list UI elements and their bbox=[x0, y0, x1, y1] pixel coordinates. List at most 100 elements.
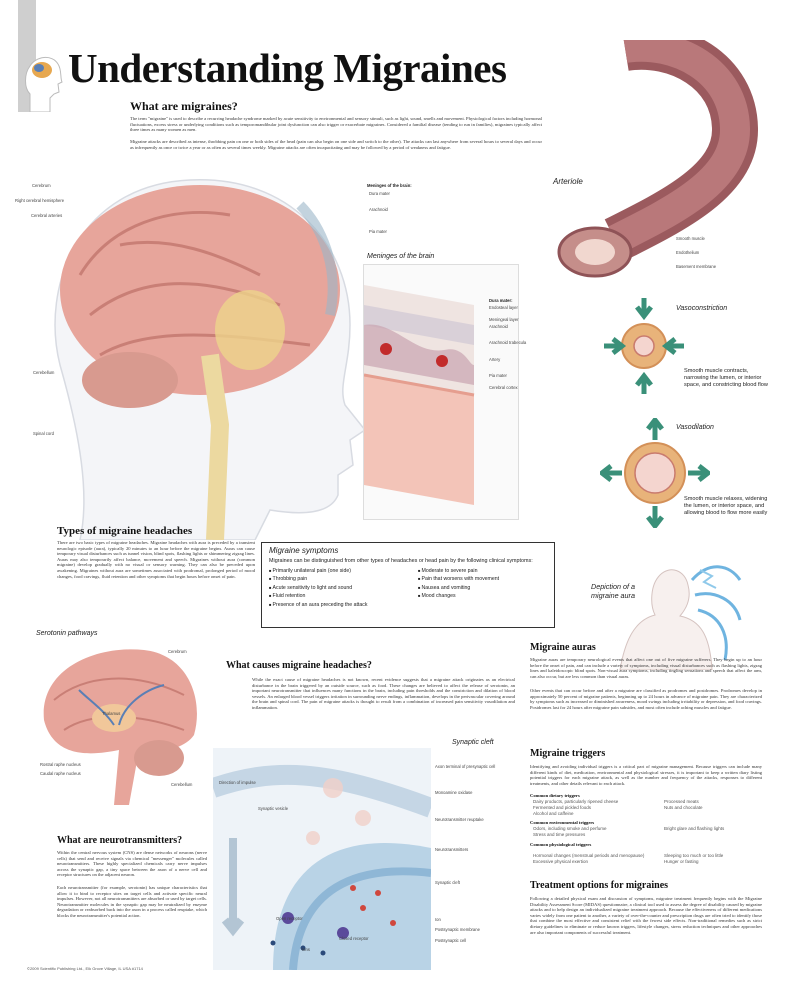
symptom-item: Moderate to severe pain bbox=[418, 567, 499, 575]
label-cerebellum: Cerebellum bbox=[33, 370, 55, 375]
triggers-phys-2: Excessive physical exertion bbox=[533, 859, 589, 864]
symptom-item: Nausea and vomiting bbox=[418, 584, 499, 592]
treatment-text: Following a detailed physical exam and d… bbox=[530, 896, 762, 935]
aura-depiction-caption: Depiction of a migraine aura bbox=[591, 582, 635, 600]
triggers-intro: Identifying and avoiding individual trig… bbox=[530, 764, 762, 786]
label-cerebrum: Cerebrum bbox=[32, 183, 51, 188]
triggers-dietary-0: Dairy products, particularly ripened che… bbox=[533, 799, 619, 804]
what-are-migraines-p2: Migraine attacks are described as intens… bbox=[130, 139, 542, 150]
auras-p2: Other events that can occur before and a… bbox=[530, 688, 762, 710]
auras-heading: Migraine auras bbox=[530, 642, 596, 653]
what-are-migraines-heading: What are migraines? bbox=[130, 99, 238, 113]
footer-copyright: ©2009 Scientific Publishing Ltd., Elk Gr… bbox=[27, 966, 143, 971]
arteriole-label-smooth-muscle: Smooth muscle bbox=[676, 236, 705, 241]
synaptic-label-ion: Ion bbox=[435, 917, 441, 922]
synaptic-label-postsynaptic-membrane: Postsynaptic membrane bbox=[435, 927, 480, 932]
serotonin-label-caudal: Caudal raphe nucleus bbox=[40, 771, 81, 776]
triggers-dietary-heading: Common dietary triggers bbox=[530, 793, 580, 798]
triggers-env-2: Stress and time pressures bbox=[533, 832, 586, 837]
symptom-item: Presence of an aura preceding the attack bbox=[269, 601, 367, 609]
vasodilation-diagram bbox=[600, 418, 710, 528]
serotonin-label-cerebrum: Cerebrum bbox=[168, 649, 187, 654]
symptom-item: Pain that worsens with movement bbox=[418, 575, 499, 583]
vasodilation-title: Vasodilation bbox=[676, 424, 714, 431]
synaptic-label-open-receptor: Open receptor bbox=[276, 916, 303, 921]
symptoms-left-list: Primarily unilateral pain (one side) Thr… bbox=[269, 567, 367, 609]
label-spinal-cord: Spinal cord bbox=[33, 431, 54, 436]
meninges-label-4: Arachnoid trabecula bbox=[489, 340, 527, 345]
triggers-dietary-4: Alcohol and caffeine bbox=[533, 811, 574, 816]
label-pia: Pia mater bbox=[369, 229, 387, 234]
triggers-dietary-1: Processed meats bbox=[664, 799, 699, 804]
serotonin-title: Serotonin pathways bbox=[36, 630, 98, 637]
symptom-item: Acute sensitivity to light and sound bbox=[269, 584, 367, 592]
serotonin-label-rostral: Rostral raphe nucleus bbox=[40, 762, 81, 767]
synaptic-title: Synaptic cleft bbox=[452, 739, 494, 746]
triggers-phys-heading: Common physiological triggers bbox=[530, 842, 592, 847]
symptom-item: Fluid retention bbox=[269, 592, 367, 600]
synaptic-label-ions: Ions bbox=[302, 947, 310, 952]
meninges-label-3: Arachnoid bbox=[489, 324, 508, 329]
meninges-label-7: Cerebral cortex bbox=[489, 385, 518, 390]
neurotransmitters-p2: Each neurotransmitter (for example, sero… bbox=[57, 885, 207, 918]
neurotransmitters-p1: Within the central nervous system (CNS) … bbox=[57, 850, 207, 878]
synaptic-label-vesicle: Synaptic vesicle bbox=[258, 806, 289, 811]
label-cerebral-arteries: Cerebral arteries bbox=[31, 213, 63, 218]
auras-p1: Migraine auras are temporary neurologica… bbox=[530, 657, 762, 679]
vasoconstriction-diagram bbox=[604, 296, 684, 396]
serotonin-label-thalamus: Thalamus bbox=[102, 711, 121, 716]
synaptic-label-mao: Monoamine oxidase bbox=[435, 790, 473, 795]
synaptic-label-closed-receptor: Closed receptor bbox=[339, 936, 369, 941]
triggers-phys-0: Hormonal changes (menstrual periods and … bbox=[533, 853, 645, 858]
symptom-item: Mood changes bbox=[418, 592, 499, 600]
arteriole-label-endothelium: Endothelium bbox=[676, 250, 700, 255]
vasoconstriction-title: Vasoconstriction bbox=[676, 305, 728, 312]
triggers-env-0: Odors, including smoke and perfume bbox=[533, 826, 607, 831]
causes-heading: What causes migraine headaches? bbox=[226, 660, 372, 671]
triggers-phys-3: Hunger or fasting bbox=[664, 859, 699, 864]
symptoms-intro: Migraines can be distinguished from othe… bbox=[269, 558, 533, 564]
what-are-migraines-p1: The term "migraine" is used to describe … bbox=[130, 116, 542, 133]
vasodilation-desc: Smooth muscle relaxes, widening the lume… bbox=[684, 496, 768, 516]
treatment-heading: Treatment options for migraines bbox=[530, 880, 669, 891]
symptom-item: Throbbing pain bbox=[269, 575, 367, 583]
types-text: There are two basic types of migraine he… bbox=[57, 540, 255, 579]
arteriole-title: Arteriole bbox=[553, 177, 583, 186]
arteriole-label-basement: Basement membrane bbox=[676, 264, 717, 269]
meninges-label-2: Meningeal layer bbox=[489, 317, 519, 322]
label-arachnoid: Arachnoid bbox=[369, 207, 388, 212]
causes-text: While the exact cause of migraine headac… bbox=[252, 677, 515, 710]
synaptic-label-neurotransmitters: Neurotransmitters bbox=[435, 847, 469, 852]
synaptic-label-postsynaptic-cell: Postsynaptic cell bbox=[435, 938, 467, 943]
symptom-item: Primarily unilateral pain (one side) bbox=[269, 567, 367, 575]
meninges-label-0: Dura mater: bbox=[489, 298, 513, 303]
label-meninges-title: Meninges of the brain: bbox=[367, 183, 412, 188]
symptoms-right-list: Moderate to severe pain Pain that worsen… bbox=[418, 567, 499, 601]
head-logo-icon bbox=[22, 50, 64, 112]
triggers-env-1: Bright glare and flashing lights bbox=[664, 826, 725, 831]
synaptic-label-reuptake: Neurotransmitter reuptake bbox=[435, 817, 484, 822]
synaptic-label-axon-terminal: Axon terminal of presynaptic cell bbox=[435, 764, 496, 769]
meninges-label-6: Pia mater bbox=[489, 373, 507, 378]
page-title: Understanding Migraines bbox=[68, 45, 507, 91]
synaptic-label-direction: Direction of impulse bbox=[219, 780, 256, 785]
aura-figure-illustration bbox=[600, 550, 750, 670]
serotonin-label-cerebellum: Cerebellum bbox=[171, 782, 193, 787]
symptoms-box bbox=[261, 542, 555, 628]
triggers-env-heading: Common environmental triggers bbox=[530, 820, 595, 825]
triggers-heading: Migraine triggers bbox=[530, 748, 606, 759]
neurotransmitters-heading: What are neurotransmitters? bbox=[57, 835, 183, 846]
label-right-hemisphere: Right cerebral hemisphere bbox=[15, 198, 65, 203]
types-heading: Types of migraine headaches bbox=[57, 525, 193, 537]
label-dura: Dura mater bbox=[369, 191, 390, 196]
triggers-dietary-2: Fermented and pickled foods bbox=[533, 805, 592, 810]
meninges-label-5: Artery bbox=[489, 357, 501, 362]
meninges-panel-title: Meninges of the brain bbox=[367, 253, 435, 260]
vasoconstriction-desc: Smooth muscle contracts, narrowing the l… bbox=[684, 368, 768, 388]
symptoms-heading: Migraine symptoms bbox=[269, 546, 339, 555]
meninges-label-1: Endosteal layer bbox=[489, 305, 518, 310]
serotonin-brain-illustration bbox=[34, 640, 204, 805]
triggers-phys-1: Sleeping too much or too little bbox=[664, 853, 724, 858]
meninges-panel bbox=[363, 264, 519, 520]
head-brain-illustration bbox=[20, 165, 380, 540]
